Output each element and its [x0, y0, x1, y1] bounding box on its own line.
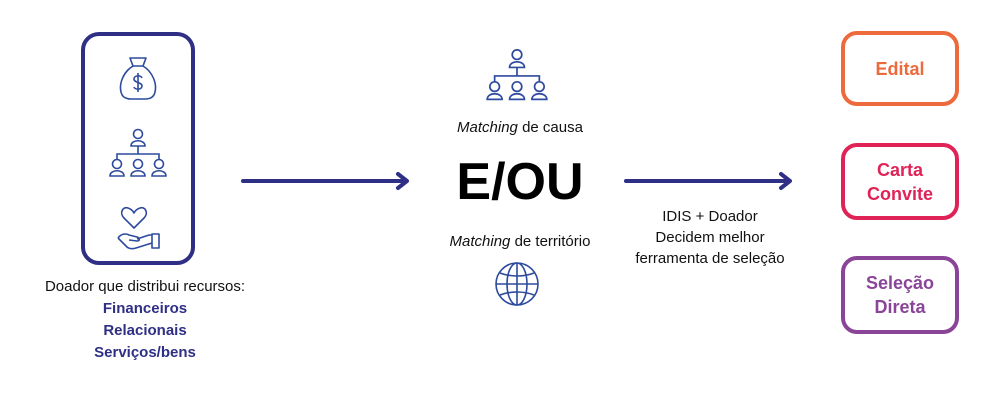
decision-line: Decidem melhor — [655, 229, 765, 246]
tool-label: Carta — [876, 159, 923, 180]
tool-label: Convite — [866, 183, 933, 204]
tool-carta-convite: Carta Convite — [841, 143, 959, 220]
matching-territory-text: de território — [510, 233, 591, 250]
resource-servicos-bens: Serviços/bens — [94, 344, 196, 361]
matching-emphasis: Matching — [449, 233, 511, 250]
tool-label: Edital — [875, 58, 925, 79]
decision-text: IDIS + Doador Decidem melhor ferramenta … — [610, 206, 810, 269]
arrow-right-icon — [241, 172, 409, 190]
resource-list: Financeiros Relacionais Serviços/bens — [10, 298, 280, 364]
decision-line: ferramenta de seleção — [635, 250, 785, 267]
tool-edital: Edital — [841, 31, 959, 106]
tool-label: Seleção — [865, 273, 935, 293]
resource-financeiros: Financeiros — [102, 300, 188, 317]
money-bag-icon — [119, 57, 157, 100]
donor-caption: Doador que distribui recursos: — [44, 278, 246, 295]
donor-box — [81, 32, 195, 265]
matching-territory-label: Matching de território — [420, 233, 620, 250]
org-chart-icon — [486, 49, 548, 101]
globe-icon — [495, 262, 539, 306]
tool-selecao-direta: Seleção Direta — [841, 256, 959, 334]
matching-cause-text: de causa — [517, 119, 583, 136]
heart-hand-icon — [117, 206, 160, 250]
matching-emphasis: Matching — [457, 119, 518, 136]
decision-line: IDIS + Doador — [662, 208, 758, 225]
resource-relacionais: Relacionais — [103, 322, 187, 339]
tool-label: Direta — [874, 297, 926, 317]
matching-cause-label: Matching de causa — [420, 119, 620, 136]
connector-label: E/OU — [456, 153, 584, 211]
org-chart-icon — [109, 128, 167, 177]
arrow-right-icon — [624, 172, 792, 190]
